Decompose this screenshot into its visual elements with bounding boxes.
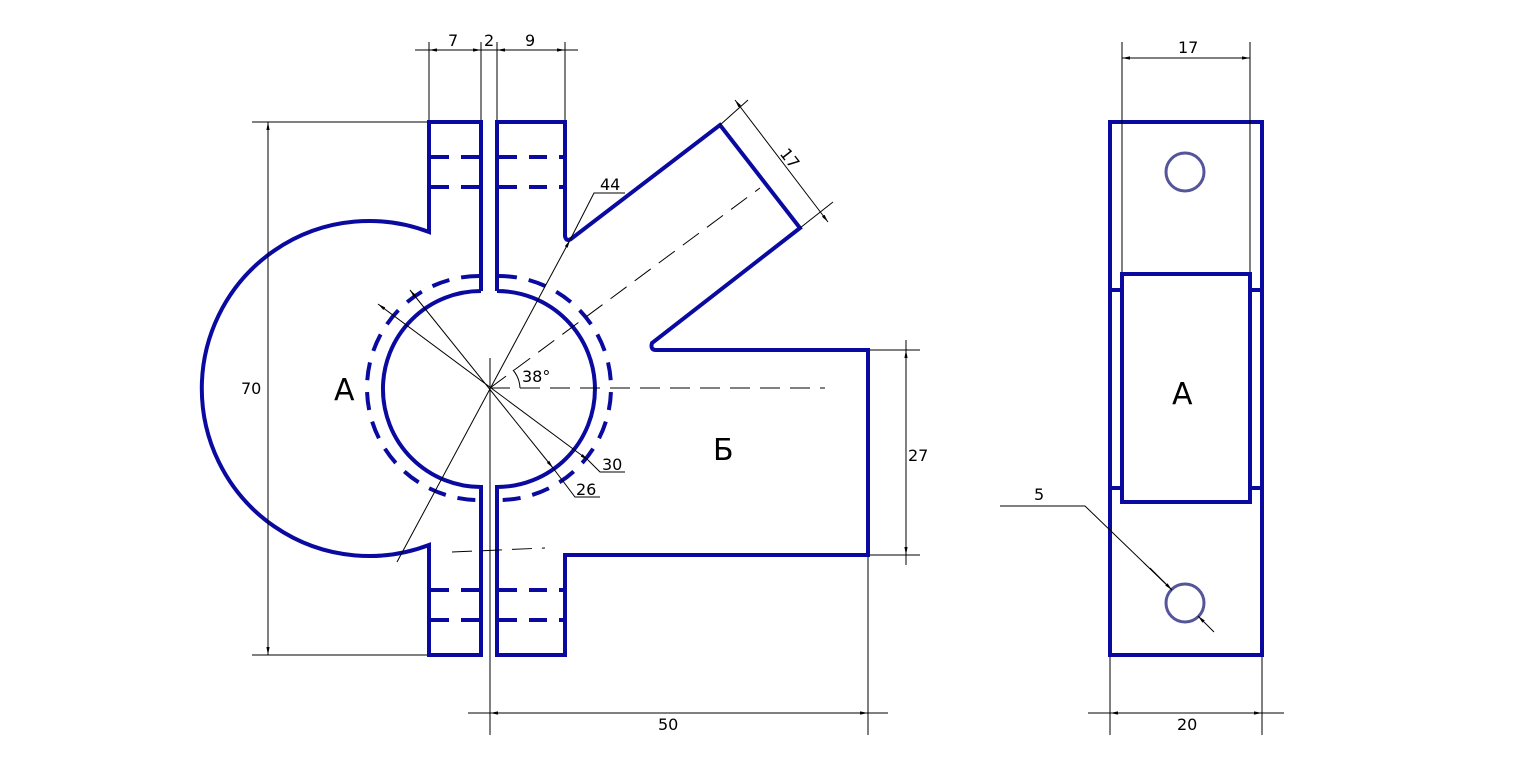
region-label-a: А (334, 373, 355, 408)
dim-17-side: 17 (1178, 38, 1198, 57)
dim-5-hole: 5 (1034, 485, 1044, 504)
dim-26: 26 (576, 480, 596, 499)
hidden-holes (431, 155, 563, 622)
side-insert (1120, 272, 1252, 504)
dim-17-arm: 17 (776, 144, 804, 172)
dim-27: 27 (908, 446, 928, 465)
side-outline (1108, 120, 1264, 657)
dim-9: 9 (525, 31, 535, 50)
dim-30: 30 (602, 455, 622, 474)
top-width-dimensions (415, 42, 578, 120)
dim-7: 7 (448, 31, 458, 50)
dimension-leaders (377, 192, 625, 563)
region-label-b: Б (713, 433, 734, 468)
front-view: 44 30 26 38° А Б 7 2 9 70 17 (199, 31, 928, 735)
dim-70: 70 (241, 379, 261, 398)
dim-20: 20 (1177, 715, 1197, 734)
hole-bottom (1164, 582, 1206, 624)
side-view: А 17 5 20 (1000, 38, 1284, 735)
dim-44: 44 (600, 175, 620, 194)
side-region-label-a: А (1172, 377, 1193, 412)
dim-2: 2 (484, 31, 494, 50)
hole-top (1164, 151, 1206, 193)
dim-angle-38: 38° (522, 367, 550, 386)
dim-50: 50 (658, 715, 678, 734)
center-lines (451, 187, 825, 735)
